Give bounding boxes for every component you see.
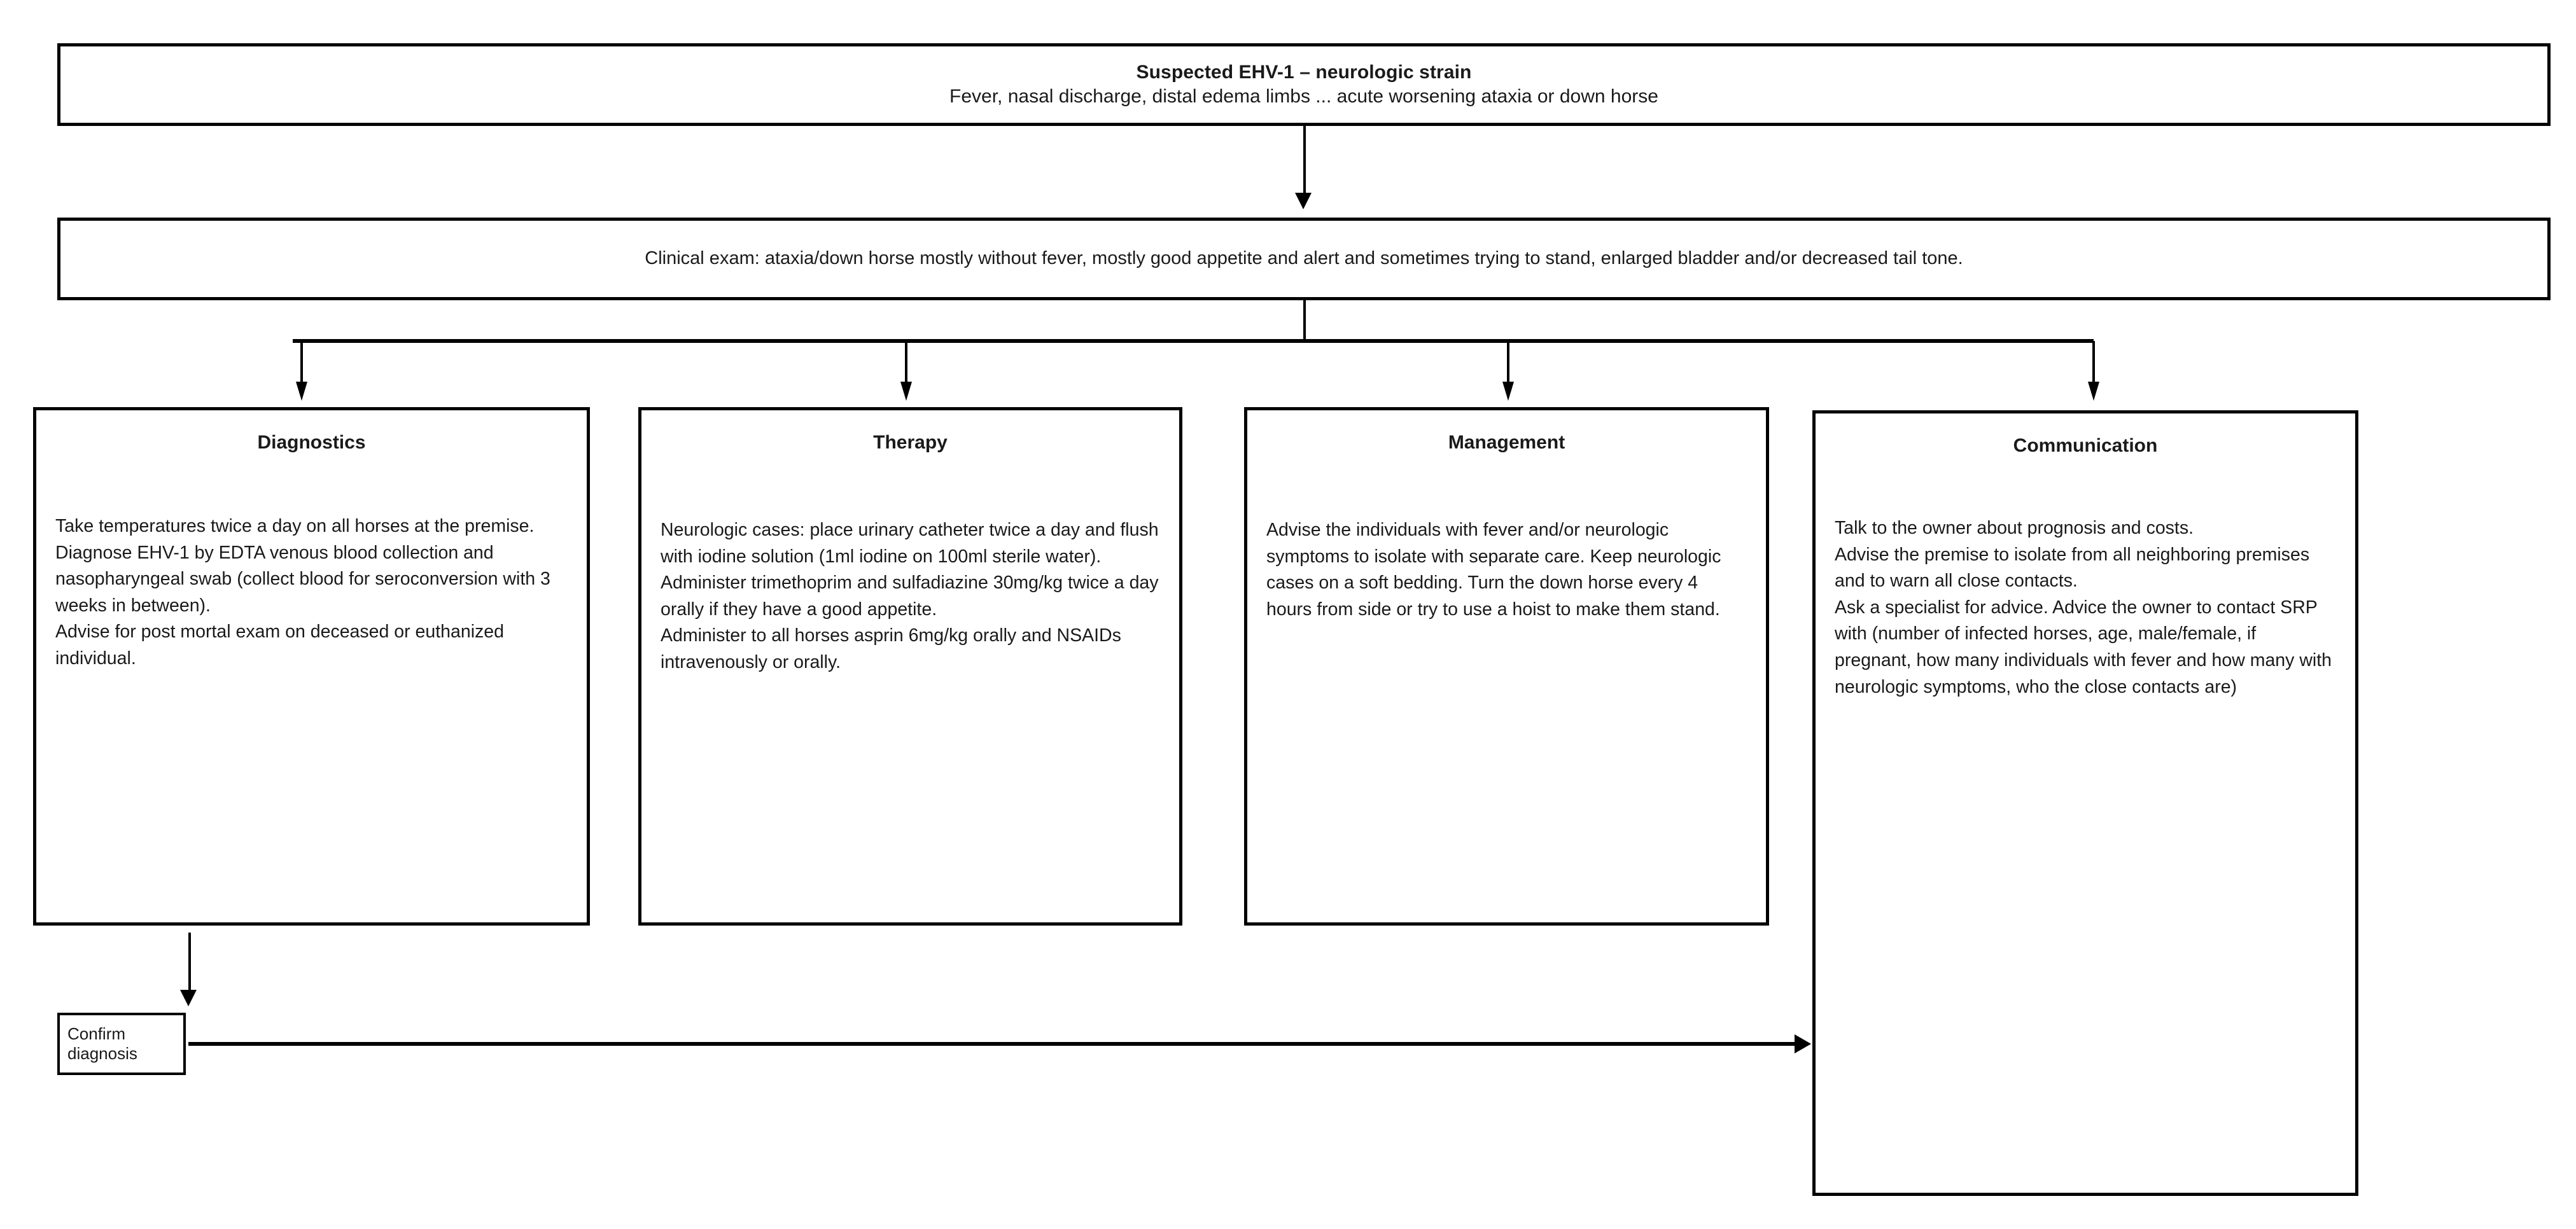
management-body-primary: Advise the individuals with fever and/or… [1266, 520, 1721, 620]
connector-title-to-exam-line [1303, 126, 1306, 196]
confirm-diagnosis-label: Confirm diagnosis [67, 1024, 137, 1063]
connector-branch-diagnostics [300, 341, 303, 387]
suspected-ehv1-subheading: Fever, nasal discharge, distal edema lim… [949, 86, 1658, 107]
connector-branch-communication [2092, 341, 2095, 387]
diagnostics-body-primary: Take temperatures twice a day on all hor… [55, 516, 550, 616]
diagnostics-box: Diagnostics Take temperatures twice a da… [33, 407, 590, 926]
clinical-exam-box: Clinical exam: ataxia/down horse mostly … [57, 218, 2551, 300]
arrow-down-icon-diagnostics [296, 382, 307, 401]
communication-body-primary: Talk to the owner about prognosis and co… [1835, 518, 2332, 697]
connector-fanout-stem [1303, 300, 1306, 341]
communication-title: Communication [2013, 435, 2158, 456]
suspected-ehv1-box: Suspected EHV-1 – neurologic strain Feve… [57, 43, 2551, 126]
connector-branch-management [1507, 341, 1509, 387]
clinical-exam-text: Clinical exam: ataxia/down horse mostly … [645, 248, 1963, 269]
communication-box: Communication Talk to the owner about pr… [1812, 410, 2358, 1196]
diagnostics-body-secondary: Advise for post mortal exam on deceased … [55, 621, 504, 669]
confirm-diagnosis-box: Confirm diagnosis [57, 1013, 186, 1075]
therapy-box: Therapy Neurologic cases: place urinary … [638, 407, 1182, 926]
connector-branch-therapy [905, 341, 907, 387]
suspected-ehv1-heading: Suspected EHV-1 – neurologic strain [1136, 61, 1472, 83]
arrow-down-icon-management [1502, 382, 1514, 401]
therapy-title: Therapy [873, 432, 948, 453]
diagnostics-title: Diagnostics [257, 432, 366, 453]
therapy-body-primary: Neurologic cases: place urinary catheter… [661, 520, 1159, 673]
connector-confirm-to-communication [188, 1042, 1797, 1046]
connector-diagnostics-to-confirm [188, 933, 191, 994]
arrow-down-icon-confirm [180, 990, 197, 1006]
connector-fanout-bar [293, 339, 2094, 343]
management-box: Management Advise the individuals with f… [1244, 407, 1769, 926]
arrow-right-icon-communication [1795, 1034, 1811, 1053]
arrow-down-icon-therapy [900, 382, 912, 401]
management-title: Management [1448, 432, 1565, 453]
arrow-down-icon-title-to-exam [1295, 193, 1312, 209]
arrow-down-icon-communication [2088, 382, 2099, 401]
